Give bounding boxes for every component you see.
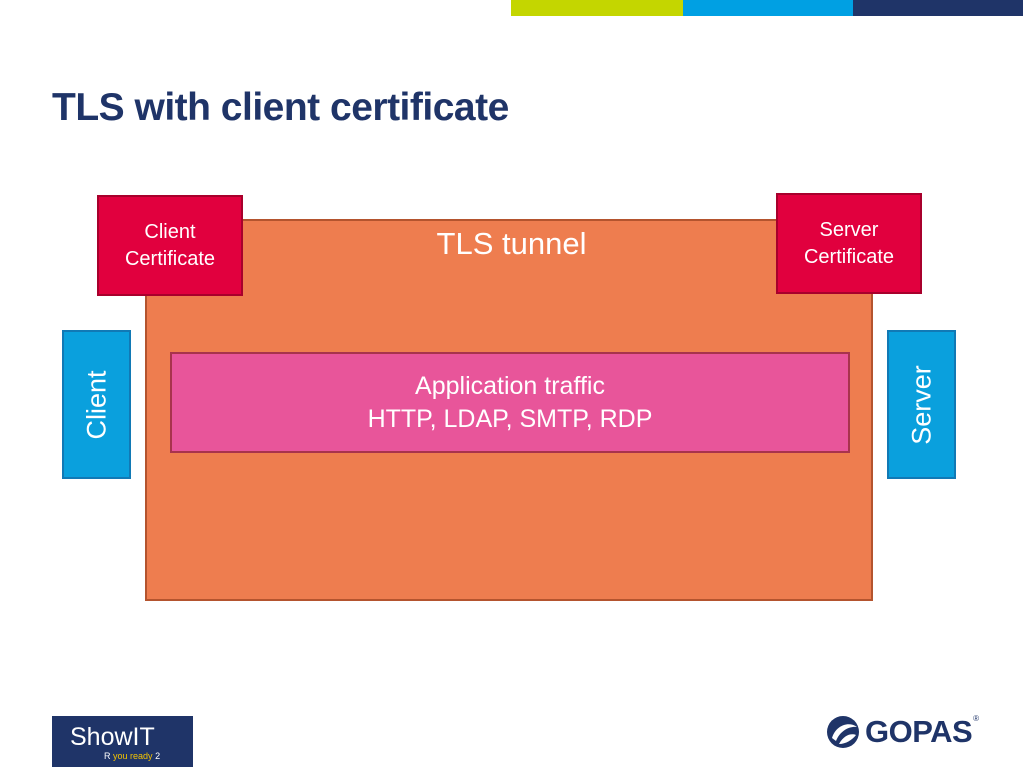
client-endpoint-label: Client	[81, 369, 111, 440]
showit-logo: ShowIT R you ready 2	[52, 716, 193, 767]
server-certificate-box: Server Certificate	[776, 193, 922, 294]
gopas-logo-icon	[827, 716, 859, 748]
gopas-logo-name: GOPAS®	[865, 714, 979, 749]
showit-logo-name: ShowIT	[70, 723, 155, 751]
application-traffic-box: Application traffic HTTP, LDAP, SMTP, RD…	[170, 352, 850, 453]
accent-bar-green	[511, 0, 683, 16]
client-certificate-line2: Certificate	[124, 247, 216, 270]
server-certificate-line2: Certificate	[803, 245, 895, 268]
showit-logo-tagline: R you ready 2	[104, 751, 161, 761]
client-certificate-line1: Client	[144, 220, 196, 243]
accent-bar-navy	[853, 0, 1023, 16]
server-certificate-line1: Server	[819, 218, 879, 241]
gopas-logo: GOPAS®	[825, 714, 979, 750]
application-traffic-protocols: HTTP, LDAP, SMTP, RDP	[367, 404, 653, 433]
client-certificate-box: Client Certificate	[97, 195, 243, 296]
server-endpoint-box: Server	[887, 330, 956, 479]
tls-tunnel-label: TLS tunnel	[436, 226, 587, 261]
slide-title: TLS with client certificate	[52, 86, 509, 129]
server-endpoint-label: Server	[906, 364, 936, 445]
accent-bar-cyan	[683, 0, 853, 16]
application-traffic-title: Application traffic	[415, 371, 605, 400]
client-endpoint-box: Client	[62, 330, 131, 479]
